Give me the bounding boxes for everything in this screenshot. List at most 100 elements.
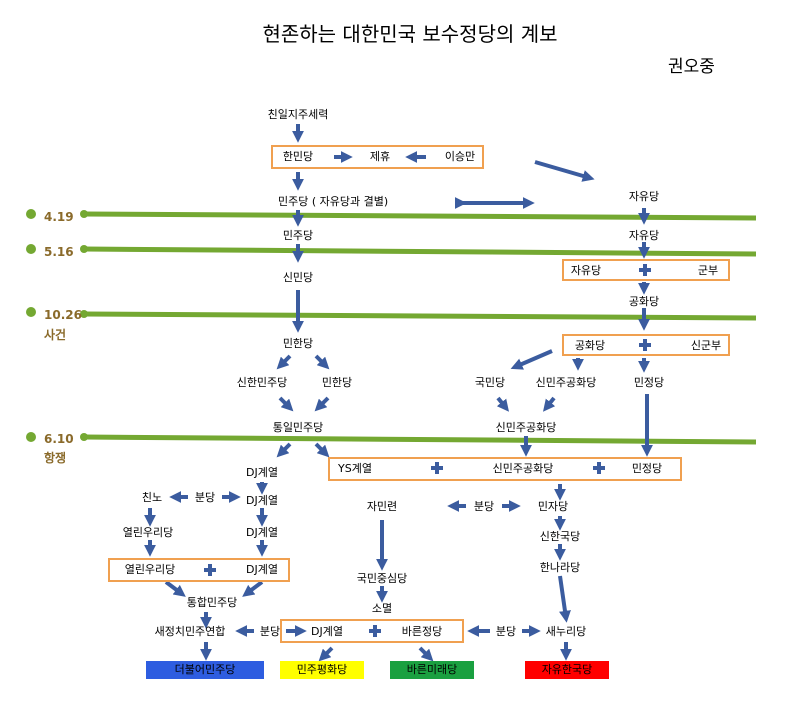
timeline-516 bbox=[83, 246, 757, 257]
era-label-610-sub: 항쟁 bbox=[44, 451, 67, 465]
node-minhan1: 민한당 bbox=[282, 337, 314, 350]
node-dj2: DJ계열 bbox=[246, 494, 278, 507]
arrow-jehyu-jayu bbox=[534, 160, 595, 182]
node-jayu3: 자유당 bbox=[570, 264, 602, 277]
timeline-1026 bbox=[83, 311, 757, 321]
plus-icon bbox=[204, 564, 216, 576]
current-party-deobureo: 더불어민주당 bbox=[146, 661, 264, 679]
node-sinmin: 신민당 bbox=[282, 271, 314, 284]
arrow-group bbox=[144, 124, 653, 662]
node-syngman: 이승만 bbox=[444, 150, 476, 163]
node-bundang4: 분당 bbox=[495, 625, 517, 638]
node-tonghap: 통합민주당 bbox=[186, 596, 238, 609]
node-bundang2: 분당 bbox=[473, 500, 495, 513]
arrow-dj-minjupyeong bbox=[318, 646, 334, 662]
node-minja: 민자당 bbox=[537, 500, 569, 513]
node-sinhanminju: 신한민주당 bbox=[236, 376, 288, 389]
arrow-bareun-bareunmirae bbox=[418, 646, 434, 662]
plus-icon bbox=[593, 462, 605, 474]
box-yeollin-dj bbox=[108, 558, 290, 582]
timeline-610-dot bbox=[80, 433, 88, 441]
era-label-516: 5.16 bbox=[44, 245, 74, 259]
arrow-box-tonghap bbox=[164, 580, 186, 597]
plus-icon bbox=[639, 264, 651, 276]
era-dot-419 bbox=[26, 209, 36, 219]
box-dj-bareun bbox=[280, 619, 464, 643]
page-title: 현존하는 대한민국 보수정당의 계보 bbox=[262, 22, 558, 46]
node-sinminju-gh3: 신민주공화당 bbox=[492, 462, 554, 475]
node-gonghwa1: 공화당 bbox=[628, 295, 660, 308]
node-sinhanguk: 신한국당 bbox=[539, 530, 581, 543]
era-dot-610 bbox=[26, 432, 36, 442]
era-dot-1026 bbox=[26, 307, 36, 317]
arrow-tongil-dj bbox=[276, 442, 292, 458]
timeline-419-dot bbox=[80, 210, 88, 218]
timeline-419 bbox=[83, 211, 757, 221]
box-hanmin-syngman bbox=[271, 145, 484, 169]
node-kukmin: 국민당 bbox=[474, 376, 506, 389]
current-party-jayuhanguk: 자유한국당 bbox=[525, 661, 609, 679]
node-minjeong1: 민정당 bbox=[633, 376, 665, 389]
arrow-minhan2-tongil bbox=[314, 396, 330, 412]
era-label-419: 4.19 bbox=[44, 210, 74, 224]
node-tongil: 통일민주당 bbox=[272, 421, 324, 434]
node-dj3: DJ계열 bbox=[246, 526, 278, 539]
node-yeollin2: 열린우리당 bbox=[124, 563, 176, 576]
node-minjeong2: 민정당 bbox=[631, 462, 663, 475]
arrow-sinhanminju-tongil bbox=[278, 396, 294, 412]
node-bareunjeong: 바른정당 bbox=[401, 625, 443, 638]
current-party-minjupyeonghwa: 민주평화당 bbox=[280, 661, 364, 679]
node-minju2: 민주당 bbox=[282, 229, 314, 242]
node-somyeol: 소멸 bbox=[371, 602, 393, 615]
arrow-minhan-minhan2 bbox=[314, 354, 330, 370]
node-kukminjungsim: 국민중심당 bbox=[356, 572, 408, 585]
arrow-hannara-saenuri bbox=[558, 575, 571, 623]
node-gunbu: 군부 bbox=[697, 264, 719, 277]
timeline-610 bbox=[83, 434, 757, 445]
era-dot-516 bbox=[26, 244, 36, 254]
node-gonghwa2: 공화당 bbox=[574, 339, 606, 352]
node-minhan2: 민한당 bbox=[321, 376, 353, 389]
arrow-kukmin-sinminju bbox=[496, 396, 509, 412]
box-jayu-gunbu bbox=[562, 259, 730, 281]
node-dj5: DJ계열 bbox=[311, 625, 343, 638]
node-jayu2: 자유당 bbox=[628, 229, 660, 242]
box-ys-sinminju-minjeong bbox=[328, 457, 682, 481]
era-label-1026: 10.26 bbox=[44, 308, 82, 322]
node-dj1: DJ계열 bbox=[246, 466, 278, 479]
node-sinminju-gh1: 신민주공화당 bbox=[535, 376, 597, 389]
node-jaminryeon: 자민련 bbox=[366, 500, 398, 513]
timeline-1026-dot bbox=[80, 310, 88, 318]
node-dj4: DJ계열 bbox=[246, 563, 278, 576]
node-ys: YS계열 bbox=[338, 462, 372, 475]
node-sinminju-gh2: 신민주공화당 bbox=[495, 421, 557, 434]
arrow-sinminju-sinminju bbox=[543, 396, 556, 412]
arrow-tongil-ys bbox=[314, 442, 330, 458]
node-chinno: 친노 bbox=[141, 491, 163, 504]
current-party-bareunmirae: 바른미래당 bbox=[390, 661, 474, 679]
node-jehyu: 제휴 bbox=[369, 150, 391, 163]
node-yeollin1: 열린우리당 bbox=[122, 526, 174, 539]
plus-icon bbox=[431, 462, 443, 474]
arrow-gonghwa2-kukmin bbox=[510, 349, 553, 370]
node-saenuri: 새누리당 bbox=[545, 625, 587, 638]
node-saejeongchi: 새정치민주연합 bbox=[154, 625, 226, 638]
plus-icon bbox=[639, 339, 651, 351]
era-label-610: 6.10 bbox=[44, 432, 74, 446]
era-label-1026-sub: 사건 bbox=[44, 328, 67, 342]
node-minju-split: 민주당 ( 자유당과 결별) bbox=[278, 195, 389, 208]
box-gonghwa-singunbu bbox=[562, 334, 730, 356]
node-hannara: 한나라당 bbox=[539, 561, 581, 574]
author-name: 권오중 bbox=[668, 57, 715, 77]
node-bundang1: 분당 bbox=[194, 491, 216, 504]
node-chinil: 친일지주세력 bbox=[267, 108, 329, 121]
arrow-minhan-sinhanminju bbox=[276, 354, 292, 370]
node-singunbu: 신군부 bbox=[690, 339, 722, 352]
timeline-group bbox=[80, 210, 757, 445]
node-bundang3: 분당 bbox=[259, 625, 281, 638]
node-jayu1: 자유당 bbox=[628, 190, 660, 203]
arrow-box-tonghap2 bbox=[242, 580, 264, 597]
timeline-516-dot bbox=[80, 245, 88, 253]
